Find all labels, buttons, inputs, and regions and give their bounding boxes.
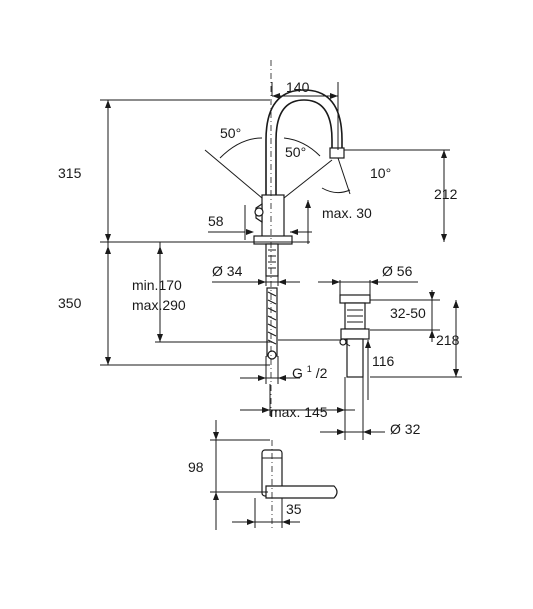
dim-angle-left: 50° — [220, 125, 241, 141]
dim-dia-56: Ø 56 — [382, 263, 413, 279]
dim-angle-10: 10° — [370, 165, 391, 181]
dim-dia-32: Ø 32 — [390, 421, 421, 437]
dim-height-218: 218 — [436, 332, 460, 348]
dim-depth-98: 98 — [188, 459, 204, 475]
faucet-top-view — [261, 440, 338, 530]
dimension-lines — [100, 82, 462, 530]
dim-height-315: 315 — [58, 165, 82, 181]
dim-dia-34: Ø 34 — [212, 263, 243, 279]
dim-thread-g: G 1 /2 — [292, 359, 328, 381]
dimension-labels: 140 315 50° 50° 10° 212 58 max. 30 Ø 34 … — [58, 79, 460, 517]
dim-height-350: 350 — [58, 295, 82, 311]
waste-assembly — [339, 294, 371, 378]
dim-max-145: max. 145 — [270, 404, 328, 420]
dim-width-35: 35 — [286, 501, 302, 517]
dim-max-30: max. 30 — [322, 205, 372, 221]
dim-range-32-50: 32-50 — [390, 305, 426, 321]
dim-angle-right: 50° — [285, 144, 306, 160]
dim-max-290: max.290 — [132, 297, 186, 313]
dim-height-212: 212 — [434, 186, 458, 202]
dim-min-170: min.170 — [132, 277, 182, 293]
dim-width-58: 58 — [208, 213, 224, 229]
faucet-front-view — [253, 60, 350, 420]
dim-height-116: 116 — [372, 353, 395, 369]
dim-width-140: 140 — [286, 79, 310, 95]
